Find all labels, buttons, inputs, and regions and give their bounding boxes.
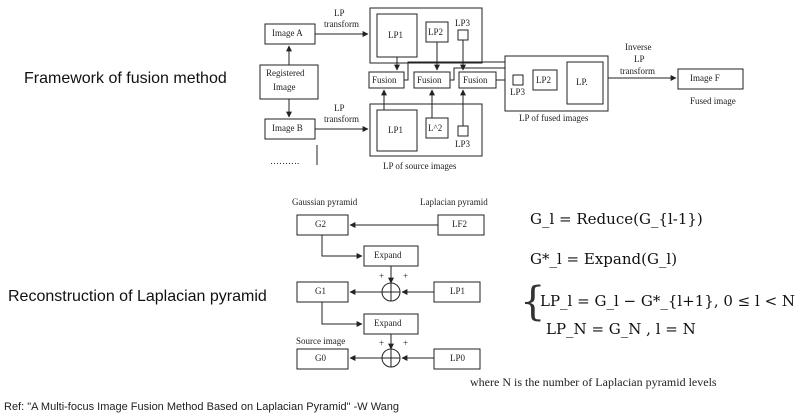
image-f-box <box>677 68 744 90</box>
arrow-g2-to-expand1 <box>321 235 363 259</box>
equation-brace: { <box>520 279 546 325</box>
g2-label: G2 <box>315 219 326 229</box>
top-lp2-label: LP2 <box>428 27 444 37</box>
fused-image-label: Fused image <box>690 96 736 106</box>
fused-lp3-label: LP3 <box>510 87 526 97</box>
fused-caption: LP of fused images <box>519 113 589 123</box>
source-image-label: Source image <box>296 336 346 346</box>
image-f-label: Image F <box>690 73 720 83</box>
image-a-label: Image A <box>272 28 303 38</box>
arrow-g1-to-expand2 <box>321 302 363 327</box>
plus-label-1b: + <box>403 271 409 281</box>
lp-transform-top-2: transform <box>324 19 359 29</box>
fusion-label-3: Fusion <box>463 75 488 85</box>
dots-label: ………. <box>270 156 300 166</box>
bottom-lp1-label: LP1 <box>388 125 404 135</box>
top-lp1-label: LP1 <box>388 30 404 40</box>
registered-image-box <box>259 64 319 100</box>
lp-general-equation: LP_l = G_l − G*_{l+1}, 0 ≤ l < N <box>540 292 796 310</box>
top-lp3-label: LP3 <box>455 18 471 28</box>
lp-transform-bottom-1: LP <box>334 103 345 113</box>
bottom-lp2-box <box>425 117 449 139</box>
reconstruction-heading: Reconstruction of Laplacian pyramid <box>8 288 267 305</box>
registered-label-2: Image <box>273 82 296 92</box>
source-caption: LP of source images <box>383 161 457 171</box>
bottom-lp2-label: L^2 <box>428 123 443 133</box>
lp0-label: LP0 <box>450 353 466 363</box>
where-note: where N is the number of Laplacian pyram… <box>470 375 717 389</box>
expand-label-2: Expand <box>374 318 402 328</box>
lp1-label: LP1 <box>450 286 466 296</box>
lp-transform-top-1: LP <box>334 8 345 18</box>
fused-lp1-box <box>566 61 604 105</box>
fused-lp3-box <box>512 74 524 86</box>
bottom-lp3-label: LP3 <box>455 139 471 149</box>
plus-label-2a: + <box>379 338 385 348</box>
lp0-box <box>433 348 481 370</box>
reduce-equation: G_l = Reduce(G_{l-1}) <box>530 210 703 228</box>
top-lp3-box <box>457 29 469 41</box>
image-b-label: Image B <box>272 123 303 133</box>
registered-label-1: Registered <box>266 68 305 78</box>
lp-top-equation: LP_N = G_N , l = N <box>546 320 696 338</box>
plus-label-2b: + <box>403 338 409 348</box>
inverse-label-3: transform <box>620 66 655 76</box>
fused-lp2-box <box>532 69 558 91</box>
g0-box <box>296 348 349 370</box>
reference-text: Ref: "A Multi-focus Image Fusion Method … <box>4 401 400 413</box>
fused-lp1-label: LP. <box>576 77 588 87</box>
bottom-lp3-box <box>457 125 469 137</box>
fused-lp2-label: LP2 <box>536 75 552 85</box>
g0-label: G0 <box>315 353 326 363</box>
lp-transform-bottom-2: transform <box>324 114 359 124</box>
gaussian-title: Gaussian pyramid <box>292 197 358 207</box>
fusion-label-1: Fusion <box>372 75 397 85</box>
expand-equation: G*_l = Expand(G_l) <box>530 250 678 268</box>
inverse-label-1: Inverse <box>625 42 652 52</box>
g1-label: G1 <box>315 286 326 296</box>
laplacian-title: Laplacian pyramid <box>420 197 488 207</box>
expand-label-1: Expand <box>374 250 402 260</box>
bottom-lp1-box <box>376 109 418 152</box>
top-lp1-box <box>376 13 418 58</box>
lf2-label: LF2 <box>452 219 468 229</box>
plus-label-1a: + <box>379 271 385 281</box>
framework-heading: Framework of fusion method <box>24 70 227 87</box>
fusion-label-2: Fusion <box>417 75 442 85</box>
inverse-label-2: LP <box>634 54 645 64</box>
